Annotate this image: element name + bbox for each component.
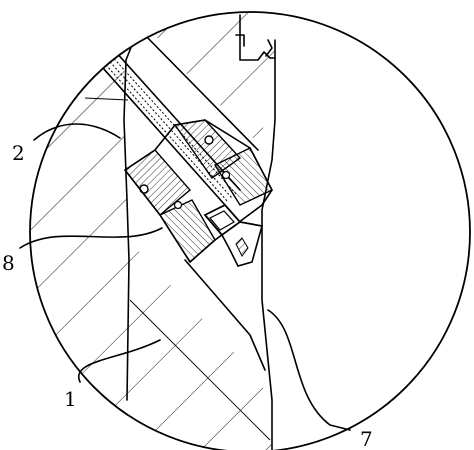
clamp-assembly xyxy=(123,119,273,264)
top-notch-hook xyxy=(265,39,273,57)
leader-2 xyxy=(33,123,121,141)
label-1: 1 xyxy=(64,387,77,411)
top-notch xyxy=(239,14,276,61)
leader-1 xyxy=(77,339,161,383)
label-2: 2 xyxy=(12,141,25,165)
leader-7 xyxy=(267,309,351,431)
chamber-right-edge xyxy=(261,39,276,450)
nozzle-tip xyxy=(203,203,264,267)
leader-8 xyxy=(19,227,163,249)
centerline xyxy=(129,299,271,441)
label-7: 7 xyxy=(360,427,373,450)
detail-circle xyxy=(29,11,471,450)
part-1-diagonal-edge xyxy=(139,29,259,151)
upper-body xyxy=(150,12,275,145)
label-8: 8 xyxy=(2,251,15,275)
chamber-lower-diagonal xyxy=(184,259,266,371)
part-1-right-wedge xyxy=(128,240,272,450)
top-notch-small xyxy=(235,34,245,47)
